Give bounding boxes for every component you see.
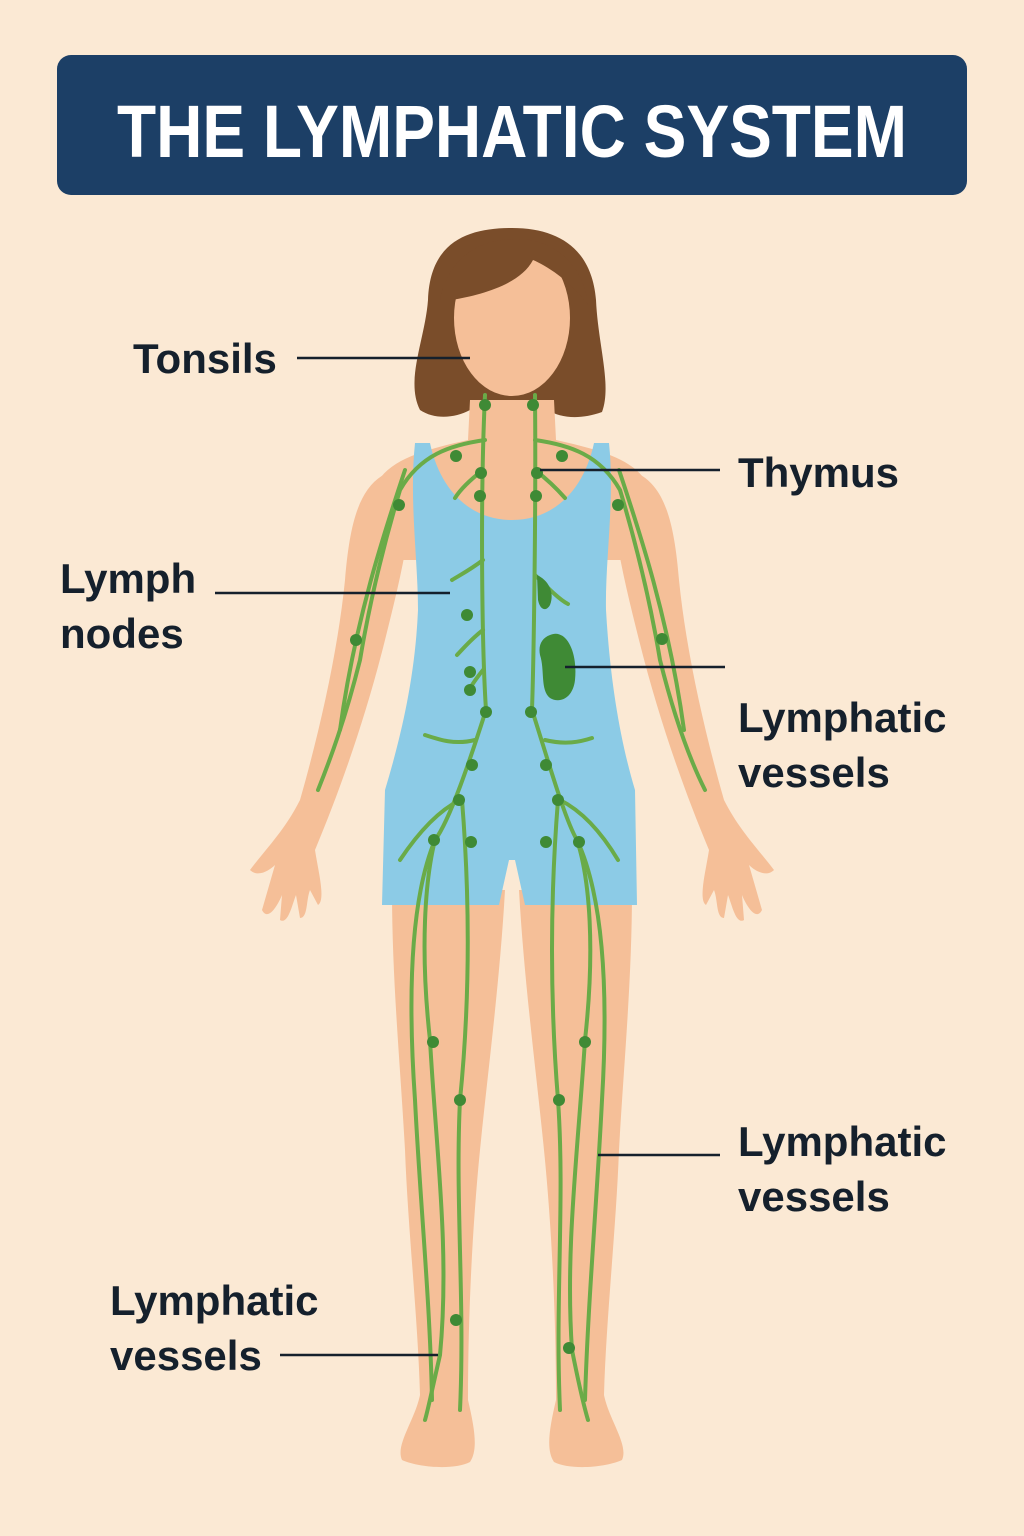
tonsils-label: Tonsils (133, 335, 277, 382)
vessels-torso-label-line2: vessels (738, 749, 890, 796)
label-tonsils: Tonsils (133, 335, 470, 382)
spleen-organ (539, 633, 576, 701)
vessels-leg-right-label-line2: vessels (738, 1173, 890, 1220)
page-title: THE LYMPHATIC SYSTEM (117, 90, 907, 173)
vessels-leg-right-label-line1: Lymphatic (738, 1118, 946, 1165)
thymus-label: Thymus (738, 449, 899, 496)
thymus-organ (537, 575, 552, 610)
label-lymphatic-vessels-leg-left: Lymphatic vessels (110, 1277, 438, 1379)
label-lymph-nodes: Lymph nodes (60, 555, 450, 657)
left-leg (392, 890, 505, 1468)
vessels-leg-left-label-line2: vessels (110, 1332, 262, 1379)
label-thymus: Thymus (540, 449, 899, 496)
vessels-leg-left-label-line1: Lymphatic (110, 1277, 318, 1324)
vessels-torso-label-line1: Lymphatic (738, 694, 946, 741)
label-lymphatic-vessels-torso: Lymphatic vessels (565, 665, 946, 796)
label-lymphatic-vessels-leg-right: Lymphatic vessels (598, 1118, 946, 1220)
lymph-nodes-label-line1: Lymph (60, 555, 196, 602)
title-banner: THE LYMPHATIC SYSTEM (57, 55, 967, 195)
hair-fringe (440, 239, 588, 305)
swimsuit (382, 443, 637, 905)
title-bar (57, 55, 967, 195)
lymph-nodes-label-line2: nodes (60, 610, 184, 657)
human-figure (250, 228, 774, 1468)
